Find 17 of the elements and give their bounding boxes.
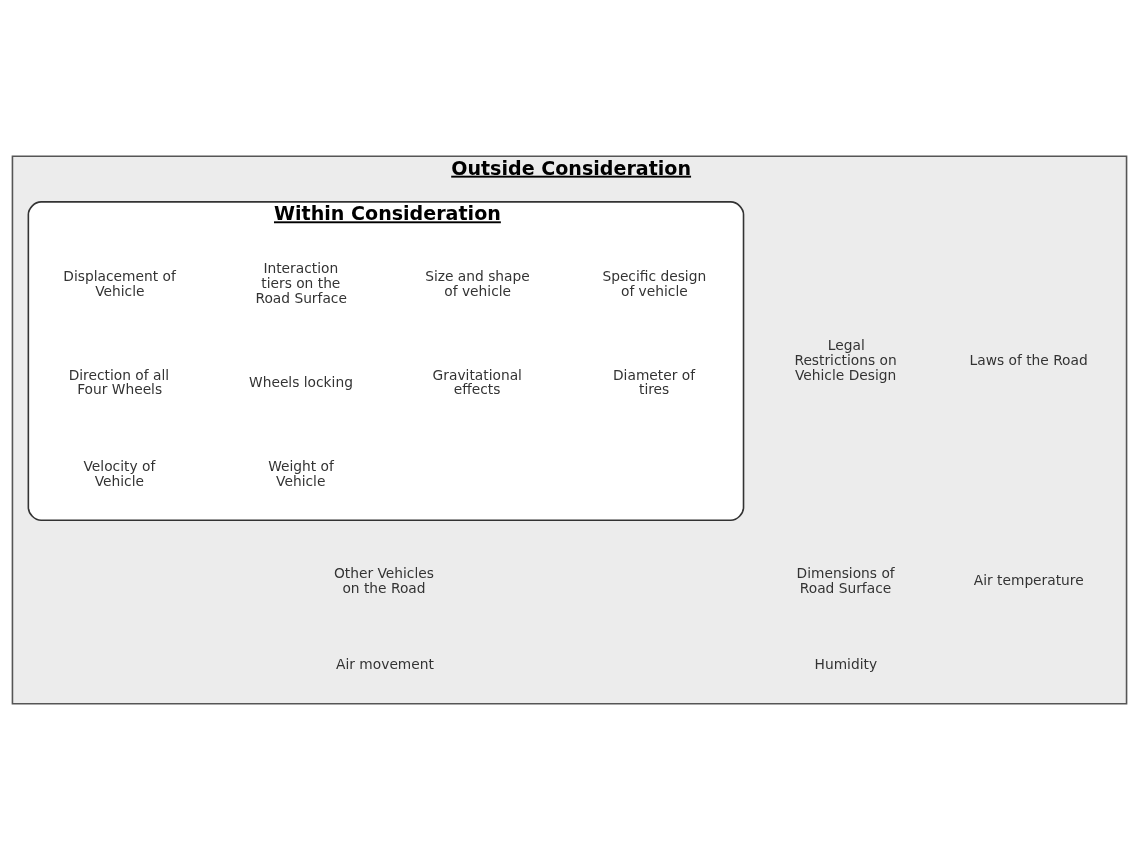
node-text: Direction of all Four Wheels — [68, 366, 170, 398]
node-text: Laws of the Road — [969, 351, 1088, 368]
node-text: Size and shape of vehicle — [425, 267, 530, 299]
node-text: Other Vehicles on the Road — [333, 564, 434, 596]
node-text: Legal Restrictions on Vehicle Design — [794, 336, 897, 383]
node-text: Velocity of Vehicle — [83, 457, 156, 489]
node-text: Wheels locking — [249, 373, 353, 390]
node-text: Diameter of tires — [613, 366, 696, 398]
node-text: Humidity — [814, 656, 878, 673]
node-text: Air temperature — [973, 572, 1084, 589]
node-text: Displacement of Vehicle — [63, 267, 176, 299]
node-text: Air movement — [336, 656, 434, 673]
node-text: Dimensions of Road Surface — [796, 564, 895, 596]
node-text: Weight of Vehicle — [268, 457, 334, 489]
node-text: Specific design of vehicle — [602, 267, 707, 299]
node-text: Interaction tiers on the Road Surface — [255, 260, 347, 307]
node-text: Gravitational effects — [432, 366, 522, 398]
